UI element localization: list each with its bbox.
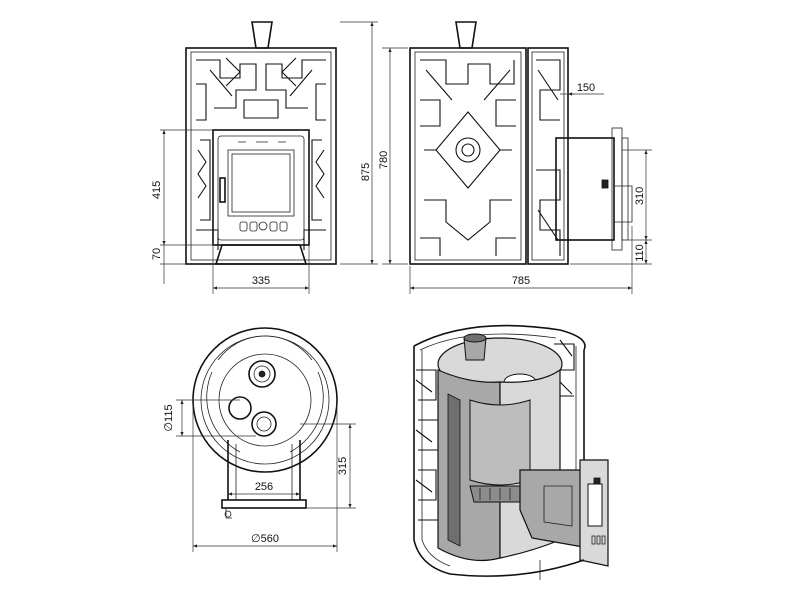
- front-chimney: [251, 21, 273, 49]
- top-tunnel: [227, 440, 301, 500]
- dim-335: 335: [252, 275, 270, 287]
- top-water-hole: [228, 396, 252, 420]
- side-mesh-right: [527, 47, 569, 265]
- dim-560: ∅560: [251, 533, 279, 545]
- dim-150: 150: [577, 82, 595, 94]
- dim-115: ∅115: [163, 404, 175, 431]
- dim-785: 785: [512, 275, 530, 287]
- side-chimney: [455, 21, 477, 49]
- cutaway-mesh-left: [413, 346, 451, 575]
- dim-875: 875: [360, 163, 372, 181]
- dim-415: 415: [151, 181, 163, 199]
- front-vents: [239, 221, 288, 232]
- dim-70: 70: [151, 248, 163, 260]
- top-tunnel-door: [221, 499, 307, 509]
- dim-315: 315: [337, 457, 349, 475]
- top-door-circle: [251, 411, 277, 437]
- top-flue: [248, 360, 276, 388]
- dim-110: 110: [634, 244, 646, 262]
- side-view: 780 150 310 110 785: [378, 21, 652, 294]
- side-decor-pattern: [420, 59, 561, 256]
- dim-780: 780: [378, 151, 390, 169]
- front-view: 875 415 70 335: [151, 21, 378, 294]
- front-door-frame: [212, 129, 310, 246]
- front-door-handle: [219, 177, 226, 203]
- front-mesh-body: [185, 47, 337, 265]
- front-base: [214, 244, 308, 265]
- front-door-glass: [227, 149, 295, 217]
- side-mesh-left: [409, 47, 527, 265]
- front-decor-pattern: [196, 57, 326, 250]
- top-view: ∅115 256 315 ∅560: [163, 327, 356, 552]
- side-tunnel: [555, 127, 633, 251]
- cutaway-view: [413, 324, 609, 580]
- dim-256: 256: [255, 481, 273, 493]
- dim-310: 310: [634, 187, 646, 205]
- cutaway-mesh-back: [413, 324, 586, 351]
